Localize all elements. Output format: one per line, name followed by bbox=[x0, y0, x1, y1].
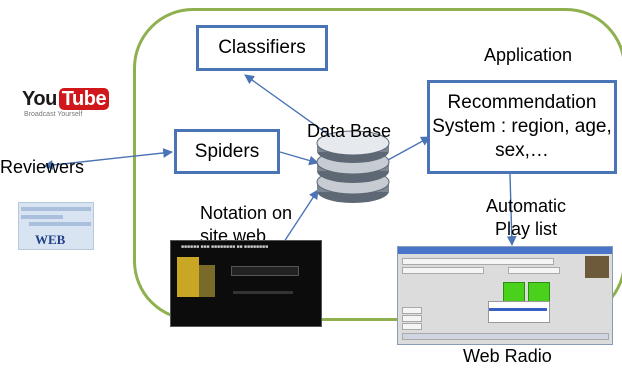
arrow-spiders-database bbox=[279, 151, 319, 166]
reviewers-label: Reviewers bbox=[0, 157, 85, 177]
web-radio-label: Web Radio bbox=[463, 346, 552, 366]
arrow-site-database bbox=[279, 189, 319, 249]
classifiers-box: Classifiers bbox=[196, 25, 328, 71]
spiders-label: Spiders bbox=[194, 140, 260, 162]
arrow-reviewers-spiders bbox=[43, 148, 173, 170]
database-label: Data Base bbox=[307, 121, 392, 141]
playlist-label: Automatic Play list bbox=[485, 196, 567, 239]
web-radio-screenshot bbox=[397, 246, 613, 345]
database-icon bbox=[316, 130, 390, 203]
web-thumbnail-word: WEB bbox=[35, 232, 66, 247]
arrow-classifiers-database bbox=[244, 74, 344, 146]
application-label: Application bbox=[484, 45, 573, 65]
arrow-recommendation-radio bbox=[506, 173, 517, 246]
spiders-box: Spiders bbox=[174, 129, 280, 174]
recommendation-label: Recommendation System : region, age, sex… bbox=[432, 92, 612, 161]
web-thumbnail-image: WEB bbox=[18, 202, 94, 250]
recommendation-system-box: Recommendation System : region, age, sex… bbox=[427, 80, 617, 174]
arrow-database-recommendation bbox=[387, 136, 431, 161]
site-web-screenshot: ■■■■■■ ■■■ ■■■■■■■■ ■■ ■■■■■■■■ bbox=[170, 240, 322, 327]
classifiers-label: Classifiers bbox=[218, 37, 306, 59]
